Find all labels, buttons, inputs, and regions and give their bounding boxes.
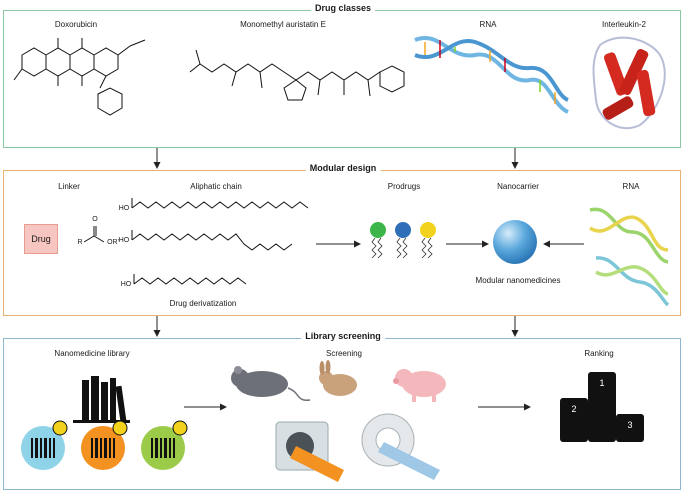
podium-label-2: 2 bbox=[571, 404, 577, 414]
prodrug-blue bbox=[395, 222, 411, 238]
label-r-group: R bbox=[77, 239, 83, 246]
barcoded-particle-orange bbox=[81, 420, 128, 470]
label-aliphatic-chain: Aliphatic chain bbox=[190, 182, 242, 191]
prodrug-yellow bbox=[420, 222, 436, 238]
prodrug-molecules bbox=[370, 222, 436, 259]
barcoded-particle-green bbox=[141, 420, 188, 470]
label-ho-chain-2: HO bbox=[118, 237, 130, 244]
label-mmae: Monomethyl auristatin E bbox=[240, 20, 326, 29]
rabbit-illustration bbox=[319, 360, 357, 396]
pet-scanner-illustration bbox=[275, 421, 344, 482]
linker-ester-structure bbox=[83, 226, 105, 243]
label-nanomedicine-library: Nanomedicine library bbox=[54, 349, 130, 358]
drug-box: Drug bbox=[24, 224, 58, 254]
label-interleukin-2: Interleukin-2 bbox=[601, 20, 647, 29]
ranking-podium bbox=[560, 372, 644, 442]
label-ester-or: OR' bbox=[107, 239, 119, 246]
podium-label-3: 3 bbox=[627, 420, 633, 430]
aliphatic-chains bbox=[131, 198, 309, 285]
nanocarrier-sphere bbox=[493, 220, 537, 264]
library-books bbox=[73, 376, 130, 423]
mouse-illustration bbox=[231, 366, 311, 401]
mri-scanner-illustration bbox=[361, 413, 440, 480]
label-nanocarrier: Nanocarrier bbox=[497, 182, 539, 191]
podium-second bbox=[560, 398, 588, 442]
modular-design-title: Modular design bbox=[305, 163, 381, 173]
label-carbonyl-o: O bbox=[92, 216, 98, 223]
label-drug-derivatization: Drug derivatization bbox=[169, 299, 237, 308]
rna-bases-top bbox=[424, 40, 556, 104]
label-ho-chain-3: HO bbox=[120, 281, 132, 288]
label-prodrugs: Prodrugs bbox=[387, 182, 421, 191]
podium-label-1: 1 bbox=[599, 378, 605, 388]
label-screening: Screening bbox=[325, 349, 363, 358]
label-rna: RNA bbox=[479, 20, 497, 29]
label-linker: Linker bbox=[58, 182, 80, 191]
label-ranking: Ranking bbox=[584, 349, 614, 358]
library-screening-title: Library screening bbox=[301, 331, 385, 341]
barcoded-particle-blue bbox=[21, 420, 68, 470]
label-modular-nanomedicines: Modular nanomedicines bbox=[475, 276, 561, 285]
prodrug-green bbox=[370, 222, 386, 238]
pig-illustration bbox=[393, 369, 446, 402]
doxorubicin-structure bbox=[13, 38, 146, 116]
rna-helix-top bbox=[414, 36, 570, 114]
label-ho-chain-1: HO bbox=[118, 205, 130, 212]
drug-classes-title: Drug classes bbox=[310, 3, 376, 13]
label-rna-design: RNA bbox=[622, 182, 640, 191]
podium-third bbox=[616, 414, 644, 442]
podium-first bbox=[588, 372, 616, 442]
mmae-structure bbox=[189, 49, 405, 101]
interleukin-2-structure bbox=[592, 36, 666, 130]
label-doxorubicin: Doxorubicin bbox=[54, 20, 98, 29]
rna-helix-design bbox=[589, 207, 670, 307]
